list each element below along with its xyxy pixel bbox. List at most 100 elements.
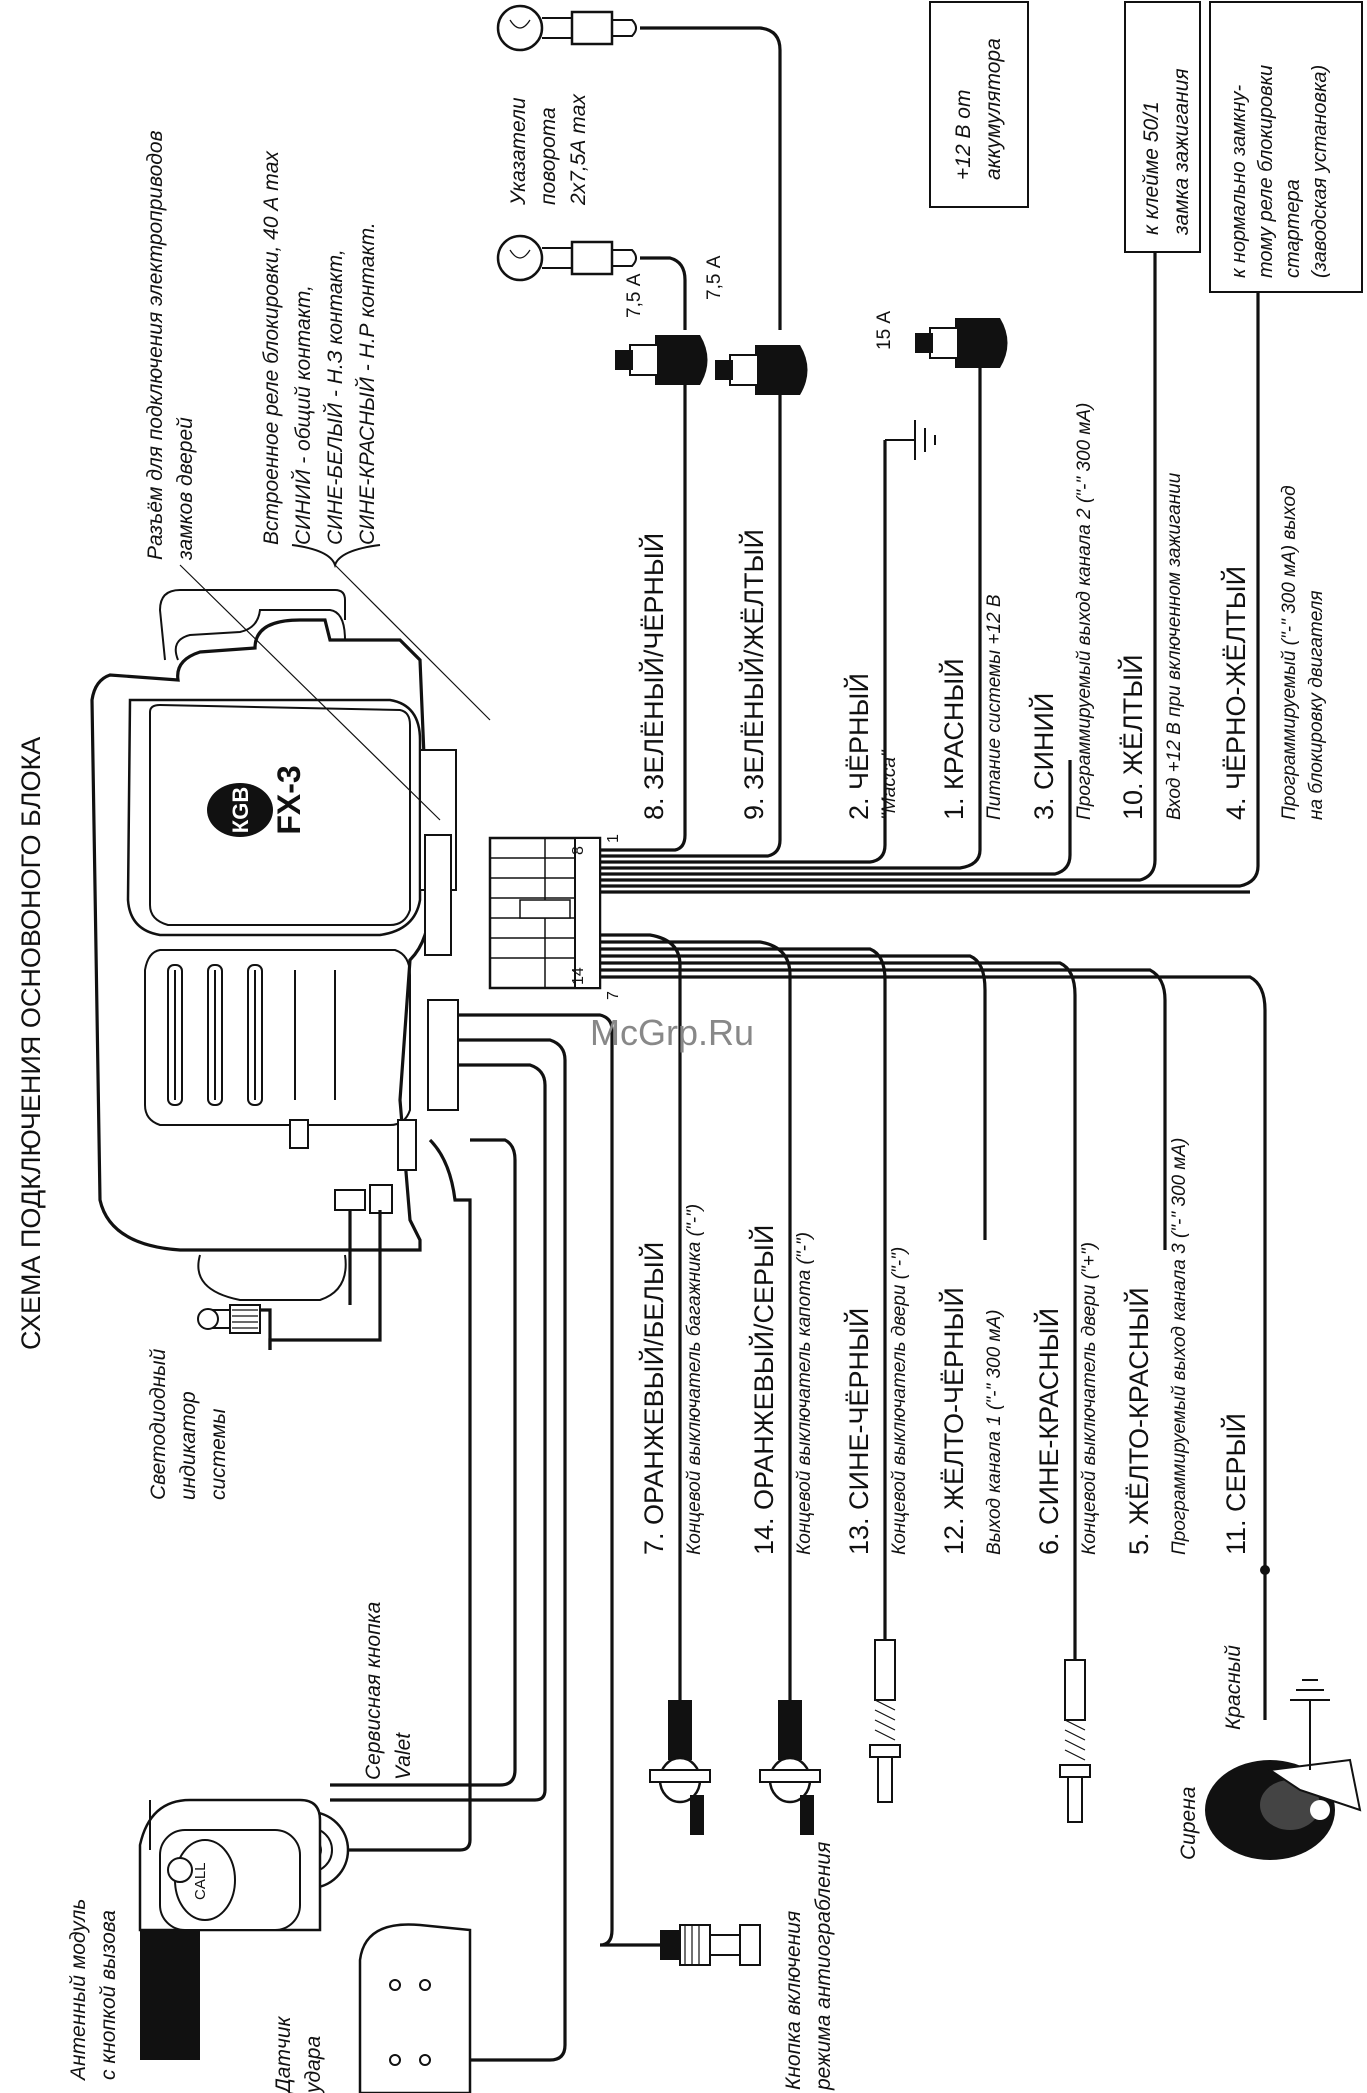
fuse-icon bbox=[615, 335, 708, 385]
peripherals-antenna-1-text: с кнопкой вызова bbox=[97, 1910, 120, 2080]
wire-label-4: 4. ЧЁРНО-ЖЁЛТЫЙ Программируемый ("-" 300… bbox=[1220, 485, 1327, 820]
turn-signal-bulbs bbox=[496, 4, 782, 330]
top-notes-starter-relay-0-text: к нормально замкну- bbox=[1228, 85, 1250, 278]
wires-bottom-6-label-text: 11. СЕРЫЙ bbox=[1220, 1413, 1251, 1555]
wires-bottom-5-label-text: 5. ЖЁЛТО-КРАСНЫЙ bbox=[1123, 1287, 1154, 1555]
wire-label-14: 14. ОРАНЖЕВЫЙ/СЕРЫЙ Концевой выключатель… bbox=[748, 1225, 815, 1555]
hood-switch-icon bbox=[759, 1650, 821, 1835]
top-notes-turn-signals-0-text: Указатели bbox=[507, 97, 530, 206]
wire-label-11: 11. СЕРЫЙ bbox=[1220, 1413, 1251, 1555]
wire-label-9: 9. ЗЕЛЁНЫЙ/ЖЁЛТЫЙ bbox=[738, 529, 769, 820]
watermark: McGrp.Ru bbox=[590, 1012, 754, 1053]
wires-top-6-label-text: 4. ЧЁРНО-ЖЁЛТЫЙ bbox=[1220, 566, 1251, 820]
fuse-icon bbox=[915, 318, 1008, 368]
relay-note: Встроенное реле блокировки, 40 А max СИН… bbox=[260, 150, 381, 569]
wire-label-8: 8. ЗЕЛЁНЫЙ/ЧЁРНЫЙ bbox=[638, 533, 669, 820]
starter-relay-note: к нормально замкну- тому реле блокировки… bbox=[1228, 65, 1331, 278]
top-notes-starter-relay-2-text: стартера bbox=[1282, 179, 1304, 278]
wires-bottom-0-label-text: 7. ОРАНЖЕВЫЙ/БЕЛЫЙ bbox=[638, 1242, 669, 1555]
peripherals-antihijack-0-text: Кнопка включения bbox=[782, 1911, 805, 2090]
top-notes-relay-1-text: СИНИЙ - общий контакт, bbox=[292, 285, 315, 545]
wires-bottom-3-label-text: 12. ЖЁЛТО-ЧЁРНЫЙ bbox=[938, 1287, 969, 1555]
turn-signals-note: Указатели поворота 2х7,5А max bbox=[507, 93, 590, 206]
wires-top-5-label-text: 10. ЖЁЛТЫЙ bbox=[1117, 654, 1148, 820]
call-label: CALL bbox=[192, 1862, 209, 1900]
wires-top-3-desc-text: Питание системы +12 В bbox=[984, 594, 1005, 820]
wire-label-1: 1. КРАСНЫЙ Питание системы +12 В bbox=[938, 594, 1005, 820]
main-connector: 8 1 14 7 bbox=[488, 834, 622, 1000]
wires-bottom bbox=[600, 933, 1267, 1660]
shock-sensor-icon bbox=[358, 1923, 472, 2093]
battery-box bbox=[929, 1, 1029, 208]
top-notes-relay-3-text: СИНЕ-КРАСНЫЙ - Н.Р контакт. bbox=[356, 222, 379, 545]
top-notes-battery-1-text: аккумулятора bbox=[982, 38, 1005, 180]
peripherals-led-0-text: Светодиодный bbox=[147, 1348, 170, 1500]
wire-label-6: 6. СИНЕ-КРАСНЫЙ Концевой выключатель две… bbox=[1033, 1242, 1100, 1555]
wires-bottom-3-desc-text: Выход канала 1 ("-" 300 мА) bbox=[984, 1310, 1005, 1555]
wires-bottom-5-desc-text: Программируемый выход канала 3 ("-" 300 … bbox=[1169, 1138, 1190, 1555]
fuse-3-label: 15 А bbox=[874, 311, 895, 350]
peripherals-shock-0-text: Датчик bbox=[272, 2015, 295, 2093]
top-notes-starter-relay-1-text: тому реле блокировки bbox=[1255, 65, 1277, 278]
wire-label-13: 13. СИНЕ-ЧЁРНЫЙ Концевой выключатель две… bbox=[843, 1247, 910, 1555]
wires-top-6-desc-text: Программируемый ("-" 300 мА) выход bbox=[1279, 485, 1300, 820]
fuse-icon bbox=[715, 345, 808, 395]
peripherals-valet-0-text: Сервисная кнопка bbox=[362, 1602, 385, 1780]
page-title: СХЕМА ПОДКЛЮЧЕНИЯ ОСНОВОНОГО БЛОКА bbox=[16, 737, 46, 1350]
wire-label-7: 7. ОРАНЖЕВЫЙ/БЕЛЫЙ Концевой выключатель … bbox=[638, 1204, 705, 1555]
wires-left bbox=[268, 1013, 660, 2062]
wires-top-6-desc2-text: на блокировку двигателя bbox=[1306, 590, 1327, 820]
top-notes-relay-0-text: Встроенное реле блокировки, 40 А max bbox=[260, 150, 283, 545]
fuse-1-label: 7,5 А bbox=[624, 273, 645, 318]
ground-icon bbox=[885, 420, 936, 460]
valet-label: Сервисная кнопка Valet bbox=[362, 1602, 415, 1780]
door-switch-plus-icon bbox=[1059, 1659, 1091, 1823]
wires-top-5-desc-text: Вход +12 В при включенном зажигании bbox=[1164, 472, 1185, 820]
top-notes-ignition-terminal-1-text: замка зажигания bbox=[1170, 68, 1193, 236]
wires-bottom-0-desc-text: Концевой выключатель багажника ("-") bbox=[684, 1204, 705, 1555]
wires-top-2-label-text: 2. ЧЁРНЫЙ bbox=[843, 673, 874, 820]
pin-7: 7 bbox=[605, 991, 622, 1000]
wires-bottom-1-desc-text: Концевой выключатель капота ("-") bbox=[794, 1232, 815, 1555]
ignition-note: к клейме 50/1 замка зажигания bbox=[1140, 68, 1193, 236]
top-notes-door-locks-1-text: замков дверей bbox=[174, 417, 197, 561]
main-unit: КGB FX-3 bbox=[90, 589, 459, 1301]
siren-label: Сирена bbox=[1177, 1787, 1200, 1860]
wires-top-2-desc-text: "Масса" bbox=[879, 749, 900, 820]
top-notes-door-locks-0-text: Разъём для подключения электроприводов bbox=[144, 130, 167, 560]
peripherals-antihijack-1-text: режима антиограбления bbox=[812, 1842, 835, 2091]
fuses: 7,5 А 7,5 А 15 А bbox=[615, 255, 1008, 395]
top-notes-starter-relay-3-text: (заводская установка) bbox=[1309, 65, 1331, 278]
wires-bottom-4-label-text: 6. СИНЕ-КРАСНЫЙ bbox=[1033, 1308, 1064, 1555]
peripherals-led-1-text: индикатор bbox=[177, 1391, 200, 1500]
door-locks-note: Разъём для подключения электроприводов з… bbox=[144, 130, 197, 561]
bulb-icon bbox=[496, 234, 637, 282]
peripherals-led-2-text: системы bbox=[207, 1408, 230, 1500]
logo-text: КGB bbox=[228, 787, 253, 833]
model-label: FX-3 bbox=[271, 765, 307, 834]
antenna-label: Антенный модуль с кнопкой вызова bbox=[67, 1899, 120, 2082]
door-switch-minus-icon bbox=[869, 1639, 901, 1803]
wires-top-3-label-text: 1. КРАСНЫЙ bbox=[938, 658, 969, 820]
wires-top-4-desc-text: Программируемый выход канала 2 ("-" 300 … bbox=[1074, 403, 1095, 820]
shock-sensor-label: Датчик удара bbox=[272, 2015, 325, 2093]
fuse-2-label: 7,5 А bbox=[704, 255, 725, 300]
wires-bottom-1-label-text: 14. ОРАНЖЕВЫЙ/СЕРЫЙ bbox=[748, 1225, 779, 1555]
top-notes-battery-0-text: +12 В от bbox=[952, 90, 975, 180]
wires-bottom-2-label-text: 13. СИНЕ-ЧЁРНЫЙ bbox=[843, 1308, 874, 1555]
battery-note: +12 В от аккумулятора bbox=[952, 38, 1005, 180]
starter-relay-box bbox=[1209, 1, 1363, 293]
siren-icon bbox=[1205, 1570, 1362, 1860]
wire-label-10: 10. ЖЁЛТЫЙ Вход +12 В при включенном заж… bbox=[1117, 472, 1185, 820]
wires-top-4-label-text: 3. СИНИЙ bbox=[1028, 693, 1059, 820]
pin-1: 1 bbox=[605, 834, 622, 843]
siren-wire-label: Красный bbox=[1222, 1645, 1245, 1730]
led-icon bbox=[197, 1304, 272, 1350]
bulb-icon bbox=[496, 4, 637, 52]
wire-label-2: 2. ЧЁРНЫЙ "Масса" bbox=[843, 673, 900, 820]
peripherals-shock-1-text: удара bbox=[302, 2036, 325, 2093]
wire-label-12: 12. ЖЁЛТО-ЧЁРНЫЙ Выход канала 1 ("-" 300… bbox=[938, 1287, 1005, 1555]
wire-label-5: 5. ЖЁЛТО-КРАСНЫЙ Программируемый выход к… bbox=[1123, 1138, 1190, 1555]
kgb-logo: КGB bbox=[207, 783, 273, 837]
